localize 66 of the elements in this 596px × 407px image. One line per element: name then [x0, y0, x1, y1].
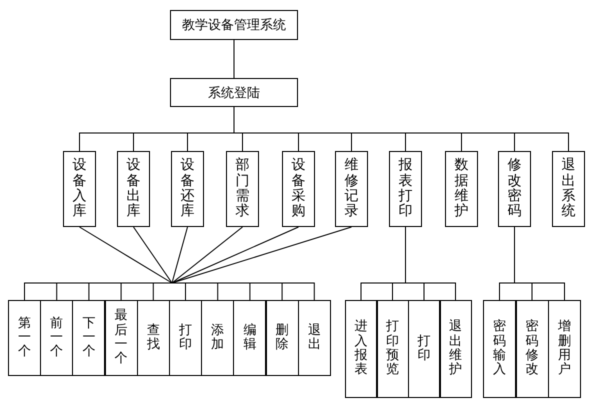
box-label: 打印预览 — [386, 320, 399, 378]
box-label: 设备入库 — [72, 158, 86, 220]
box-label: 退出 — [308, 324, 321, 352]
function-box — [483, 300, 516, 398]
box-label: 部门需求 — [236, 158, 250, 220]
box-label: 修改密码 — [508, 158, 522, 220]
box-label: 退出系统 — [562, 158, 576, 220]
box-label: 打印 — [179, 324, 192, 352]
box-label: 维修记录 — [344, 158, 358, 220]
box-label: 报表打印 — [398, 158, 412, 220]
module-box — [117, 151, 150, 227]
module-box — [335, 151, 368, 227]
box-label: 退出维护 — [449, 320, 462, 378]
connector-line — [79, 226, 172, 284]
function-box — [72, 300, 106, 376]
connector-line — [172, 226, 299, 284]
box-label: 下一个 — [82, 316, 96, 360]
connector-line — [172, 226, 188, 284]
box-label: 密码修改 — [526, 320, 538, 378]
function-box — [266, 300, 299, 376]
function-box — [8, 300, 41, 376]
box-label: 密码输入 — [493, 320, 506, 378]
module-box — [389, 151, 422, 227]
function-box — [516, 300, 548, 398]
box-label: 第一个 — [18, 316, 31, 360]
module-box — [171, 151, 204, 227]
function-box — [136, 300, 170, 376]
module-box — [498, 151, 531, 227]
function-box — [298, 300, 331, 376]
function-box — [376, 300, 408, 398]
function-box — [169, 300, 202, 376]
box-label: 添加 — [211, 324, 224, 352]
module-box — [445, 151, 478, 227]
box-label: 设备采购 — [292, 158, 306, 220]
box-label: 编辑 — [243, 324, 256, 352]
connector-line — [133, 226, 172, 284]
connector-line — [172, 226, 243, 284]
function-box — [40, 300, 74, 376]
box-label: 设备出库 — [126, 158, 140, 220]
title-box — [170, 78, 298, 107]
box-label: 查找 — [146, 324, 160, 352]
box-label: 系统登陆 — [208, 84, 260, 102]
function-box — [233, 300, 266, 376]
function-box — [345, 300, 377, 398]
box-label: 打印 — [418, 334, 430, 364]
module-box — [63, 151, 96, 227]
box-label: 数据维护 — [454, 158, 468, 220]
box-label: 前一个 — [50, 316, 64, 360]
box-label: 增删用户 — [558, 320, 571, 378]
function-box — [440, 300, 472, 398]
box-label: 删除 — [276, 324, 289, 352]
box-label: 最后一个 — [114, 309, 128, 367]
box-label: 教学设备管理系统 — [182, 17, 286, 34]
connector-line — [514, 226, 565, 300]
module-box — [282, 151, 315, 227]
connector-line — [405, 226, 456, 300]
function-box — [201, 300, 234, 376]
title-box — [170, 10, 298, 40]
function-box — [548, 300, 581, 398]
box-label: 设备还库 — [180, 158, 194, 220]
function-box — [104, 300, 138, 376]
module-box — [226, 151, 259, 227]
box-label: 进入报表 — [354, 320, 368, 378]
module-box — [552, 151, 585, 227]
function-box — [408, 300, 440, 398]
connector-line — [172, 226, 352, 284]
